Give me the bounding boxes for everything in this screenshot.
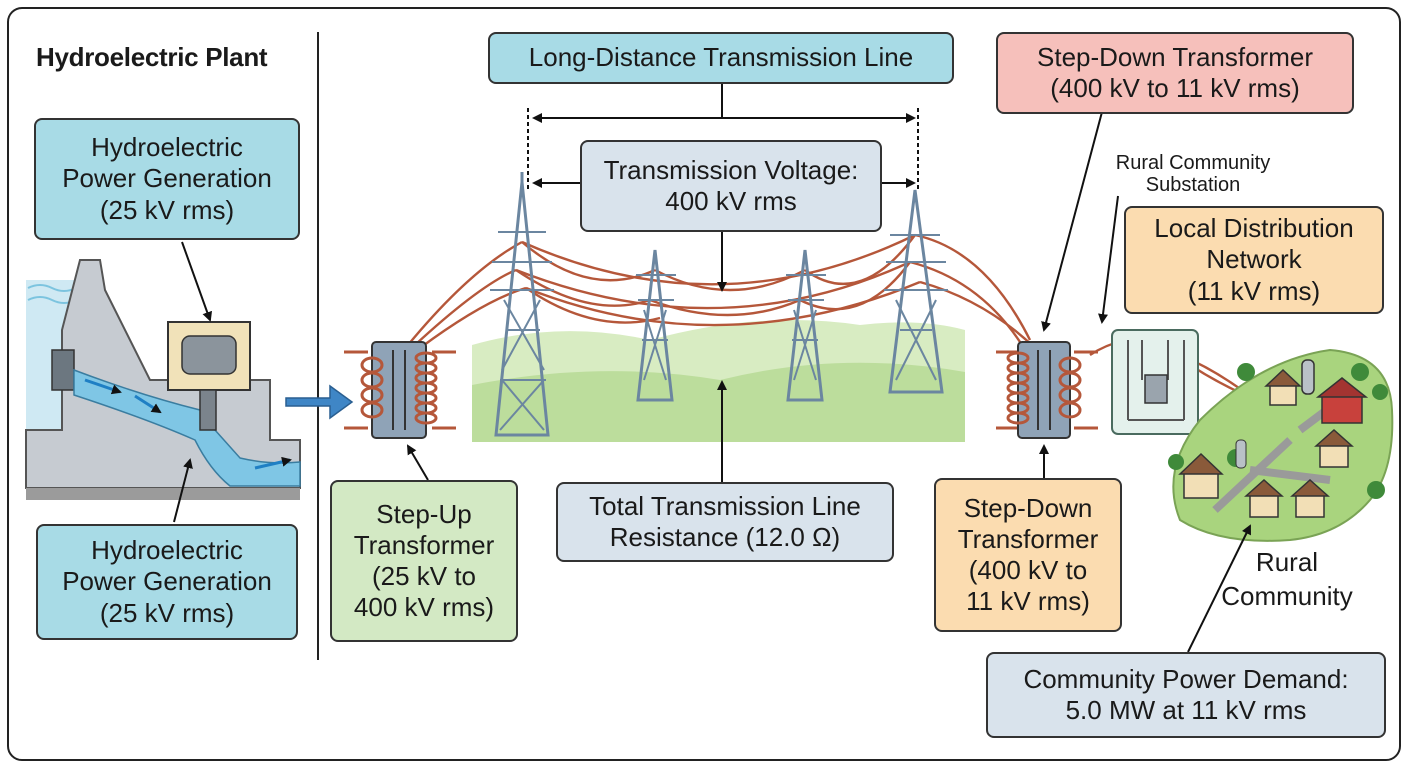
resistance-line-1: Total Transmission Line: [589, 490, 861, 521]
transmission-tower-1: [490, 172, 554, 437]
plant-title: Hydroelectric Plant: [36, 42, 268, 72]
stepdown-top-line-1: Step-Down Transformer: [1037, 41, 1313, 72]
generation-box-top: Hydroelectric Power Generation (25 kV rm…: [34, 118, 300, 240]
gen-top-line-1: Hydroelectric: [91, 132, 243, 163]
line-resistance-box: Total Transmission Line Resistance (12.0…: [556, 482, 894, 562]
barn: [1315, 377, 1369, 424]
transmission-voltage-box: Transmission Voltage: 400 kV rms: [580, 140, 882, 232]
resistance-line-2: Resistance (12.0 Ω): [609, 522, 841, 552]
substation-line-1: Rural Community: [1115, 152, 1271, 174]
stepup-line-3: (25 kV to: [371, 561, 477, 591]
stepdown-mid-line-2: Transformer: [957, 523, 1099, 554]
generation-box-bottom: Hydroelectric Power Generation (25 kV rm…: [36, 524, 298, 640]
gen-top-line-3: (25 kV rms): [99, 194, 235, 225]
demand-line-1: Community Power Demand:: [1023, 663, 1349, 694]
distribution-line-1: Local Distribution: [1154, 213, 1354, 244]
stepdown-mid-line-1: Step-Down: [963, 492, 1093, 523]
dimension-arrows: [173, 82, 1251, 653]
substation-label: Rural Community Substation: [1098, 152, 1288, 196]
transmission-line-title: Long-Distance Transmission Line: [528, 42, 914, 73]
rural-community-illustration: [1168, 348, 1394, 542]
power-flow-arrow: [285, 384, 354, 420]
step-up-transformer-box: Step-Up Transformer (25 kV to 400 kV rms…: [330, 480, 518, 642]
stepdown-mid-line-4: 11 kV rms): [966, 586, 1090, 617]
voltage-line-2: 400 kV rms: [665, 186, 797, 216]
demand-line-2: 5.0 MW at 11 kV rms: [1065, 695, 1307, 725]
community-line-2: Community: [1221, 580, 1353, 611]
outer-frame: [7, 7, 1401, 761]
transmission-tower-3: [786, 249, 826, 402]
step-down-transformer-box-top: Step-Down Transformer (400 kV to 11 kV r…: [996, 32, 1354, 114]
hydro-dam-illustration: [25, 259, 301, 500]
stepup-line-2: Transformer: [353, 529, 495, 560]
substation-line-2: Substation: [1145, 174, 1241, 196]
stepdown-mid-line-3: (400 kV to: [968, 555, 1088, 585]
transmission-tower-4: [884, 189, 948, 394]
stepdown-top-line-2: (400 kV to 11 kV rms): [1050, 73, 1300, 103]
transmission-line-title-box: Long-Distance Transmission Line: [488, 32, 954, 84]
rural-community-label: Rural Community: [1212, 546, 1362, 614]
distribution-line-3: (11 kV rms): [1187, 275, 1321, 306]
stepup-line-4: 400 kV rms): [353, 592, 495, 623]
gen-bottom-line-1: Hydroelectric: [91, 535, 243, 566]
transmission-tower-2: [636, 249, 676, 402]
community-demand-box: Community Power Demand: 5.0 MW at 11 kV …: [986, 652, 1386, 738]
gen-bottom-line-3: (25 kV rms): [99, 597, 235, 628]
distribution-line-2: Network: [1206, 244, 1302, 275]
step-down-transformer-box-bottom: Step-Down Transformer (400 kV to 11 kV r…: [934, 478, 1122, 632]
substation-illustration: [1111, 329, 1199, 435]
voltage-line-1: Transmission Voltage:: [603, 154, 859, 185]
community-line-1: Rural: [1255, 547, 1319, 577]
gen-top-line-2: Power Generation: [62, 163, 272, 194]
step-up-transformer-illustration: [344, 341, 456, 439]
gen-bottom-line-2: Power Generation: [62, 566, 272, 597]
stepup-line-1: Step-Up: [376, 498, 472, 529]
step-down-transformer-illustration: [996, 341, 1098, 439]
distribution-network-box: Local Distribution Network (11 kV rms): [1124, 206, 1384, 314]
